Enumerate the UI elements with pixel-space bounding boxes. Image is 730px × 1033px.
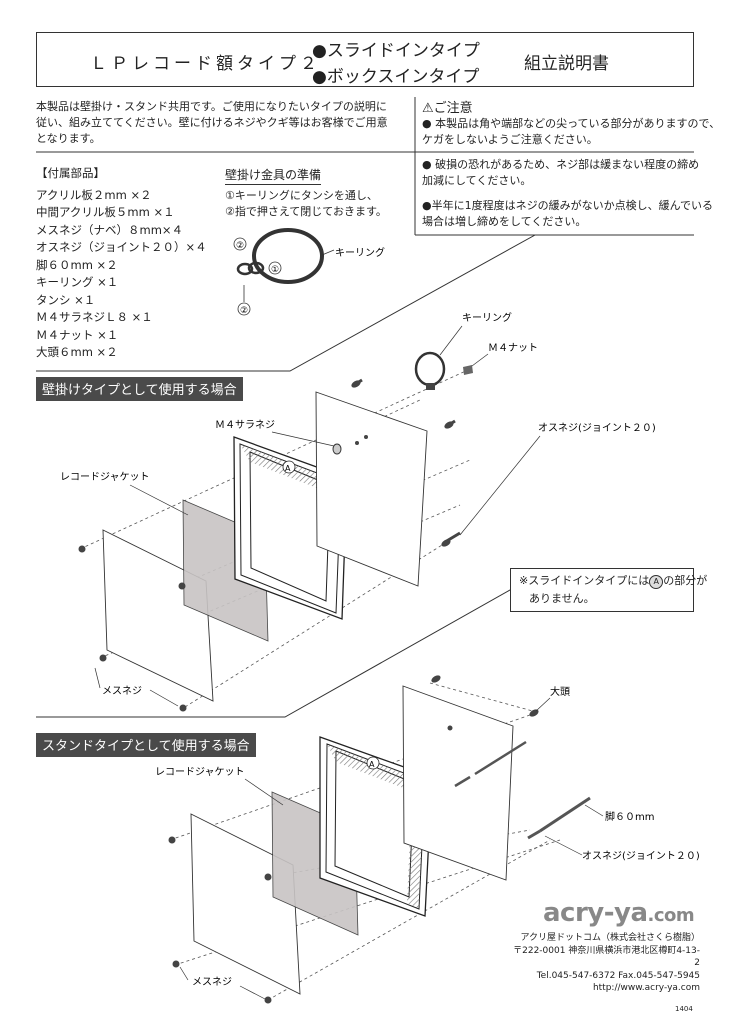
logo-tld: .com [647, 905, 695, 926]
company-phone: Tel.045-547-6372 Fax.045-547-5945 [536, 970, 700, 981]
m4-screw-label: Ｍ４サラネジ [215, 419, 275, 431]
brand-logo: acry-ya.com [543, 898, 695, 928]
divider [36, 234, 537, 372]
parts-item: オスネジ（ジョイント２０）×４ [36, 240, 207, 254]
note-line2: ありません。 [529, 592, 595, 605]
wall-prep-step: ②指で押さえて閉じておきます。 [225, 205, 387, 218]
badge-a: A [285, 464, 291, 473]
wall-prep-heading: 壁掛け金具の準備 [225, 166, 322, 185]
intro-line: 本製品は壁掛け・スタンド共用です。ご使用になりたいタイプの説明に [36, 100, 387, 113]
caution-heading: ⚠ご注意 [422, 97, 473, 116]
mesu-screw-label: メスネジ [192, 976, 232, 988]
company-address: 〒222-0001 神奈川県横浜市港北区樽町4-13-2 [513, 945, 700, 969]
badge-a-icon: A [649, 575, 664, 589]
caution-heading-text: ご注意 [433, 101, 473, 116]
parts-item: キーリング ×１ [36, 275, 119, 289]
prep-marker-2: ② [236, 241, 244, 251]
wall-prep-steps: ①キーリングにタンシを通し、 ②指で押さえて閉じておきます。 [225, 188, 415, 220]
osu-screw-label: オスネジ(ジョイント２０) [538, 422, 656, 434]
company-info: アクリ屋ドットコム（株式会社さくら樹脂） 〒222-0001 神奈川県横浜市港北… [510, 932, 700, 995]
parts-item: Ｍ４ナット ×１ [36, 327, 119, 342]
parts-item: 中間アクリル板５mm ×１ [36, 205, 175, 219]
company-url: http://www.acry-ya.com [592, 983, 700, 993]
caution-line: 場合は増し締めをしてください。 [422, 215, 587, 228]
caution-line: ケガをしないようご注意ください。 [422, 133, 598, 146]
doc-code: 1404 [675, 1005, 693, 1013]
stand-exploded-view: A 大頭 レコードジャケット 脚６０mm オスネジ(ジョイント２０) メスネジ [155, 675, 700, 1004]
stand-section-heading: スタンドタイプとして使用する場合 [36, 733, 256, 757]
note-prefix: ※スライドインタイプには [519, 574, 650, 587]
title-box [36, 32, 694, 87]
product-title: ＬＰレコード額タイプ２ [90, 54, 321, 74]
parts-item: アクリル板２mm ×２ [36, 187, 152, 202]
prep-marker-1: ① [271, 265, 279, 275]
osu-screw-label: オスネジ(ジョイント２０) [582, 850, 700, 862]
keyring-prep-drawing: ② ① ② キーリング [233, 228, 385, 316]
intro-line: となります。 [36, 132, 101, 145]
daito-label: 大頭 [550, 685, 570, 698]
note-suffix: の部分が [663, 574, 708, 587]
keyring-label: キーリング [462, 311, 512, 324]
prep-marker-2: ② [240, 306, 248, 316]
wall-prep-step: ①キーリングにタンシを通し、 [225, 189, 378, 202]
caution-line: ● 破損の恐れがあるため、ネジ部は緩まない程度の締め [422, 158, 700, 171]
wall-exploded-view: A キーリング Ｍ４ナット Ｍ４サラネジ オスネジ(ジョ [60, 311, 656, 712]
nut-label: Ｍ４ナット [488, 342, 538, 354]
parts-item: タンシ ×１ [36, 292, 96, 307]
option-slide-in: ●スライドインタイプ [312, 41, 480, 61]
warning-icon: ⚠ [422, 101, 434, 116]
jacket-label: レコードジャケット [155, 766, 245, 778]
caution-line: 加減にしてください。 [422, 174, 532, 187]
back-acrylic-panel [315, 391, 428, 587]
parts-item: Ｍ４サラネジＬ８ ×１ [36, 310, 153, 324]
logo-text: acry-ya [543, 898, 648, 928]
intro-line: 従い、組み立ててください。壁に付けるネジやクギ等はお客様でご用意 [36, 116, 388, 129]
parts-list: 【付属部品】 アクリル板２mm ×２ 中間アクリル板５mm ×１ メスネジ（ナベ… [36, 165, 236, 362]
caution-line: ●半年に1度程度はネジの緩みがないか点検し、緩んでいる [422, 199, 714, 212]
parts-heading: 【付属部品】 [36, 166, 105, 180]
mesu-screw-label: メスネジ [102, 685, 142, 697]
badge-a: A [369, 760, 375, 769]
wall-section-heading: 壁掛けタイプとして使用する場合 [36, 377, 243, 401]
parts-item: 大頭６mm ×２ [36, 345, 118, 359]
company-name: アクリ屋ドットコム（株式会社さくら樹脂） [520, 933, 700, 943]
doc-title: 組立説明書 [524, 54, 609, 74]
keyring-label: キーリング [335, 246, 385, 259]
option-box-in: ●ボックスインタイプ [312, 67, 480, 87]
caution-list: ● 本製品は角や端部などの尖っている部分がありますので、 ケガをしないようご注意… [422, 116, 722, 230]
intro-text: 本製品は壁掛け・スタンド共用です。ご使用になりたいタイプの説明に 従い、組み立て… [36, 99, 416, 147]
leg-label: 脚６０mm [605, 810, 654, 823]
parts-item: 脚６０mm ×２ [36, 257, 118, 272]
parts-item: メスネジ（ナベ）８mm×４ [36, 222, 184, 237]
caution-line: ● 本製品は角や端部などの尖っている部分がありますので、 [422, 117, 721, 130]
jacket-label: レコードジャケット [60, 471, 150, 483]
